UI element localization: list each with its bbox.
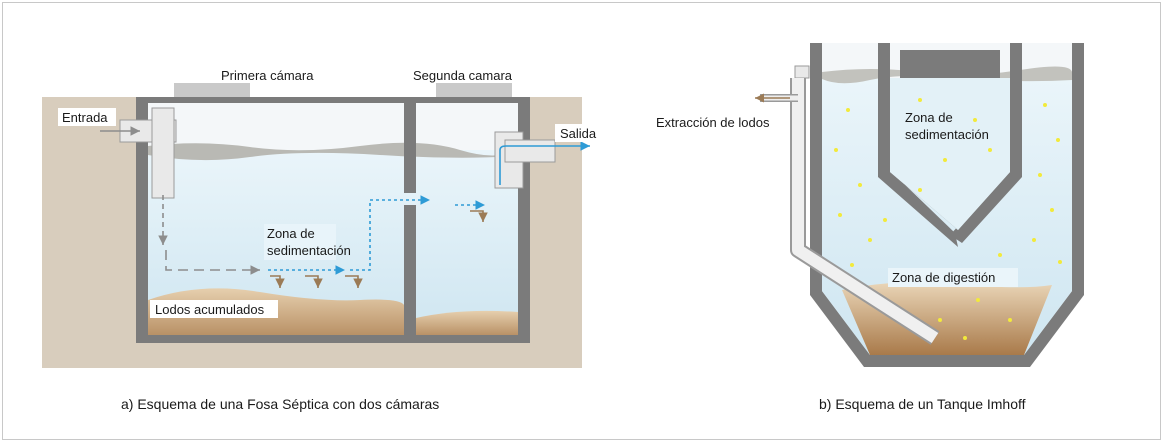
- septic-tank: Primera cámara Segunda camara Entrada Sa…: [42, 68, 601, 412]
- outlet-label: Salida: [560, 126, 597, 141]
- divider-wall: [404, 103, 416, 193]
- extraction-label: Extracción de lodos: [656, 115, 770, 130]
- extraction-pipe: [755, 65, 940, 345]
- imhoff-zone-line2: sedimentación: [905, 127, 989, 142]
- sludge-label: Lodos acumulados: [155, 302, 265, 317]
- imhoff-caption: b) Esquema de un Tanque Imhoff: [819, 396, 1026, 412]
- digestion-label: Zona de digestión: [892, 270, 995, 285]
- sludge-chamber2: [416, 310, 518, 335]
- septic-caption: a) Esquema de una Fosa Séptica con dos c…: [121, 396, 439, 412]
- septic-zone-line2: sedimentación: [267, 243, 351, 258]
- scum-layer: [148, 142, 518, 161]
- chamber2-label: Segunda camara: [413, 68, 513, 83]
- imhoff-sludge: [842, 282, 1052, 355]
- septic-zone-line1: Zona de: [267, 226, 315, 241]
- imhoff-tank: Extracción de lodos Zona de sedimentació…: [652, 43, 1084, 412]
- chamber1-label: Primera cámara: [221, 68, 314, 83]
- inlet-label: Entrada: [62, 110, 108, 125]
- particles: [834, 98, 1062, 340]
- imhoff-zone-line1: Zona de: [905, 110, 953, 125]
- flow-arrows: [100, 126, 590, 288]
